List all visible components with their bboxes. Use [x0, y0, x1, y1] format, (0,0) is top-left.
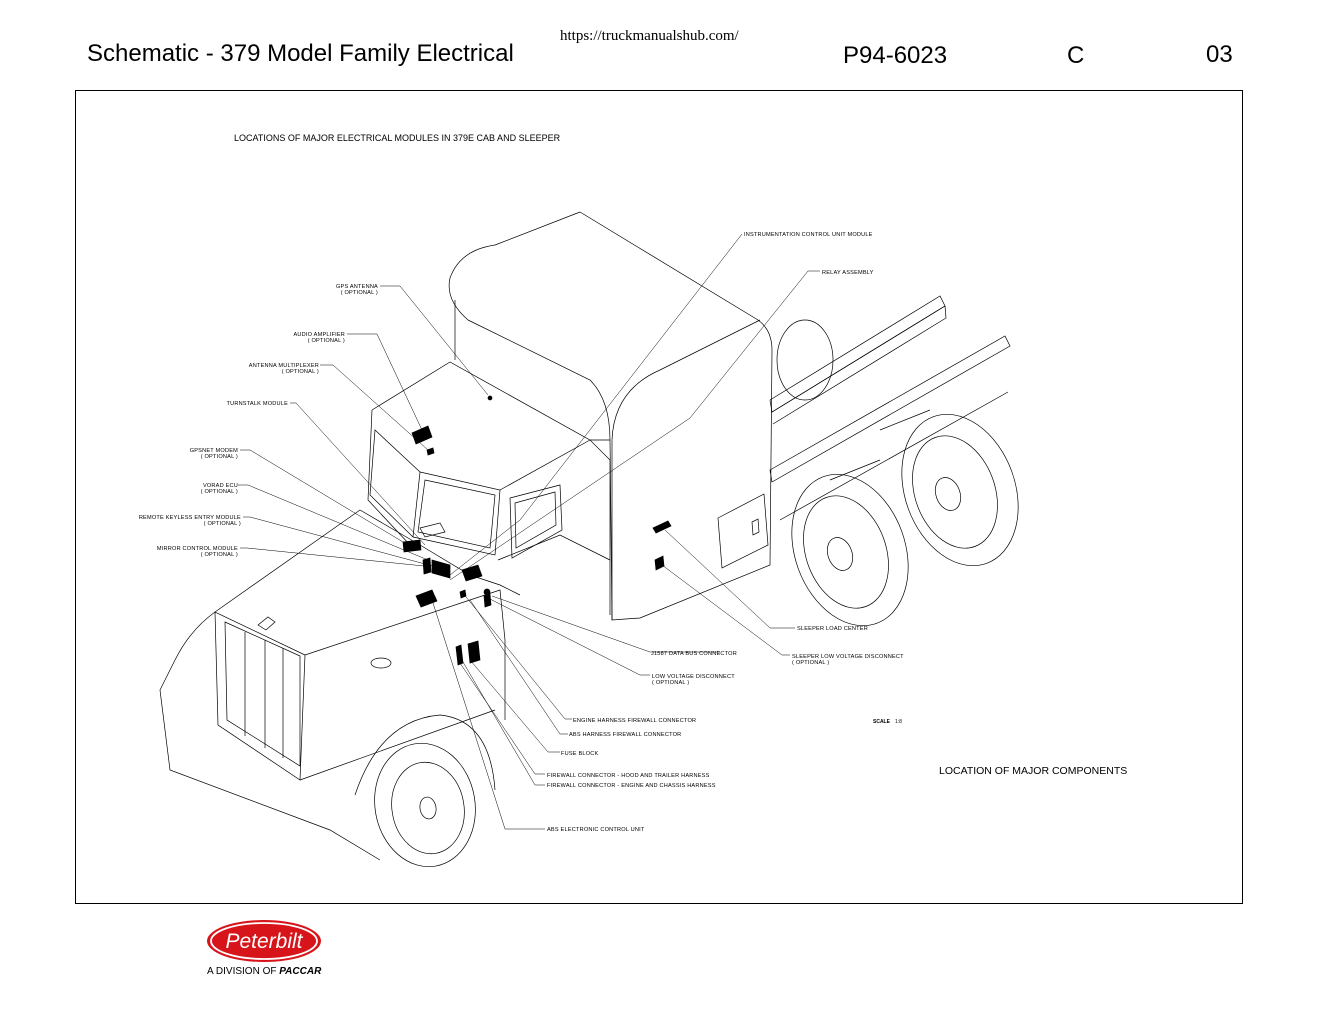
part-number: P94-6023 — [843, 42, 948, 69]
document-title: Schematic - 379 Model Family Electrical — [87, 40, 514, 67]
label-lvd: LOW VOLTAGE DISCONNECT — [652, 674, 735, 680]
label-vorad-opt: ( OPTIONAL ) — [201, 489, 238, 495]
page-number: 03 — [1206, 41, 1233, 68]
scale-label: SCALE — [873, 719, 891, 725]
label-gps-opt: ( OPTIONAL ) — [341, 290, 378, 296]
label-rke-opt: ( OPTIONAL ) — [204, 521, 241, 527]
division-text: A DIVISION OF PACCAR — [207, 966, 322, 977]
label-sleeper-lc: SLEEPER LOAD CENTER — [797, 626, 868, 632]
label-engine-fw: ENGINE HARNESS FIREWALL CONNECTOR — [573, 718, 696, 724]
label-abs-ecu: ABS ELECTRONIC CONTROL UNIT — [547, 827, 645, 833]
diagram-caption: LOCATION OF MAJOR COMPONENTS — [939, 765, 1127, 777]
label-antenna-opt: ( OPTIONAL ) — [282, 369, 319, 375]
label-mirror: MIRROR CONTROL MODULE — [157, 546, 238, 552]
label-audio-opt: ( OPTIONAL ) — [308, 338, 345, 344]
label-antenna: ANTENNA MULTIPLEXER — [249, 363, 319, 369]
label-lvd-opt: ( OPTIONAL ) — [652, 680, 689, 686]
logo-brand: Peterbilt — [225, 930, 303, 953]
label-abs-fw: ABS HARNESS FIREWALL CONNECTOR — [569, 732, 681, 738]
label-turnstalk: TURNSTALK MODULE — [226, 401, 288, 407]
drawing-frame — [75, 90, 1243, 904]
label-icu: INSTRUMENTATION CONTROL UNIT MODULE — [744, 232, 873, 238]
label-fw-hood: FIREWALL CONNECTOR - HOOD AND TRAILER HA… — [547, 773, 710, 779]
label-j1587: J1587 DATA BUS CONNECTOR — [651, 651, 737, 657]
scale-value: 1:8 — [895, 719, 902, 725]
label-rke: REMOTE KEYLESS ENTRY MODULE — [139, 515, 241, 521]
label-mirror-opt: ( OPTIONAL ) — [201, 552, 238, 558]
diagram-title: LOCATIONS OF MAJOR ELECTRICAL MODULES IN… — [234, 133, 561, 143]
label-vorad: VORAD ECU — [203, 483, 238, 489]
label-sleeper-lvd: SLEEPER LOW VOLTAGE DISCONNECT — [792, 654, 904, 660]
label-gps: GPS ANTENNA — [336, 284, 378, 290]
label-audio: AUDIO AMPLIFIER — [294, 332, 346, 338]
label-gpsnet: GPSNET MODEM — [190, 448, 238, 454]
label-fw-engine: FIREWALL CONNECTOR - ENGINE AND CHASSIS … — [547, 783, 716, 789]
label-sleeper-lvd-opt: ( OPTIONAL ) — [792, 660, 829, 666]
label-fuse: FUSE BLOCK — [561, 751, 599, 757]
label-relay: RELAY ASSEMBLY — [822, 270, 874, 276]
source-url[interactable]: https://truckmanualshub.com/ — [560, 28, 739, 44]
peterbilt-logo: Peterbilt — [207, 920, 321, 962]
label-gpsnet-opt: ( OPTIONAL ) — [201, 454, 238, 460]
revision-letter: C — [1067, 42, 1085, 69]
